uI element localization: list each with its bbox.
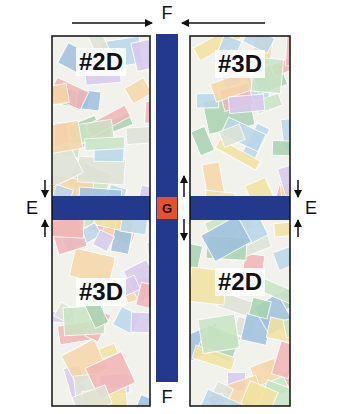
force-label: F <box>162 4 173 22</box>
specimen-label: #2D <box>76 48 126 76</box>
collage <box>190 36 290 406</box>
panel-section: #2D <box>190 220 290 406</box>
specimen-label: #3D <box>215 50 265 78</box>
collage-piece <box>145 101 150 123</box>
collage-piece <box>190 243 203 269</box>
collage-piece <box>124 78 150 104</box>
force-label: E <box>305 199 317 217</box>
collage-piece <box>197 389 244 406</box>
collage-piece <box>198 314 240 354</box>
force-arrow <box>44 220 46 237</box>
left-panel-outline <box>52 36 150 406</box>
collage-piece <box>271 341 290 379</box>
panel-section: #2D <box>52 36 150 196</box>
collage-piece <box>130 395 150 406</box>
right-bar <box>190 196 290 220</box>
force-arrow <box>297 180 299 197</box>
right-panel-outline <box>190 36 290 406</box>
collage-piece <box>219 124 245 147</box>
collage-piece <box>52 83 69 105</box>
panel-section: #3D <box>52 220 150 406</box>
collage-piece <box>283 315 290 338</box>
collage-piece <box>273 241 290 271</box>
collage-piece <box>191 126 215 156</box>
right-panel-ground <box>190 36 290 406</box>
center-bar <box>156 34 178 382</box>
left-bar <box>52 196 150 220</box>
force-arrow <box>183 176 185 197</box>
collage-piece <box>201 215 252 261</box>
collage-piece <box>131 39 150 71</box>
specimen-label: #2D <box>215 268 265 296</box>
force-arrow <box>297 220 299 237</box>
force-arrow <box>183 219 185 240</box>
joint-box: G <box>157 197 177 219</box>
collage-piece <box>52 77 89 110</box>
force-label: F <box>162 388 173 406</box>
force-arrow <box>44 180 46 197</box>
force-arrow <box>72 22 152 24</box>
collage-piece <box>93 230 115 252</box>
collage-piece <box>131 312 150 333</box>
collage-piece <box>249 297 271 319</box>
collage-piece <box>277 158 290 196</box>
collage-piece <box>126 126 150 145</box>
collage-piece <box>85 137 125 151</box>
specimen-label: #3D <box>76 278 126 306</box>
collage-piece <box>274 220 290 237</box>
collage-piece <box>72 385 112 406</box>
collage-piece <box>215 139 260 170</box>
collage <box>52 36 150 406</box>
collage-piece <box>272 140 290 156</box>
force-label: E <box>26 199 38 217</box>
collage-piece <box>52 120 83 154</box>
collage-piece <box>238 381 278 406</box>
collage-piece <box>136 282 150 312</box>
panel-section: #3D <box>190 36 290 196</box>
collage-piece <box>52 218 84 238</box>
force-arrow <box>182 22 265 24</box>
collage-piece <box>228 94 264 114</box>
joint-label: G <box>162 202 172 215</box>
